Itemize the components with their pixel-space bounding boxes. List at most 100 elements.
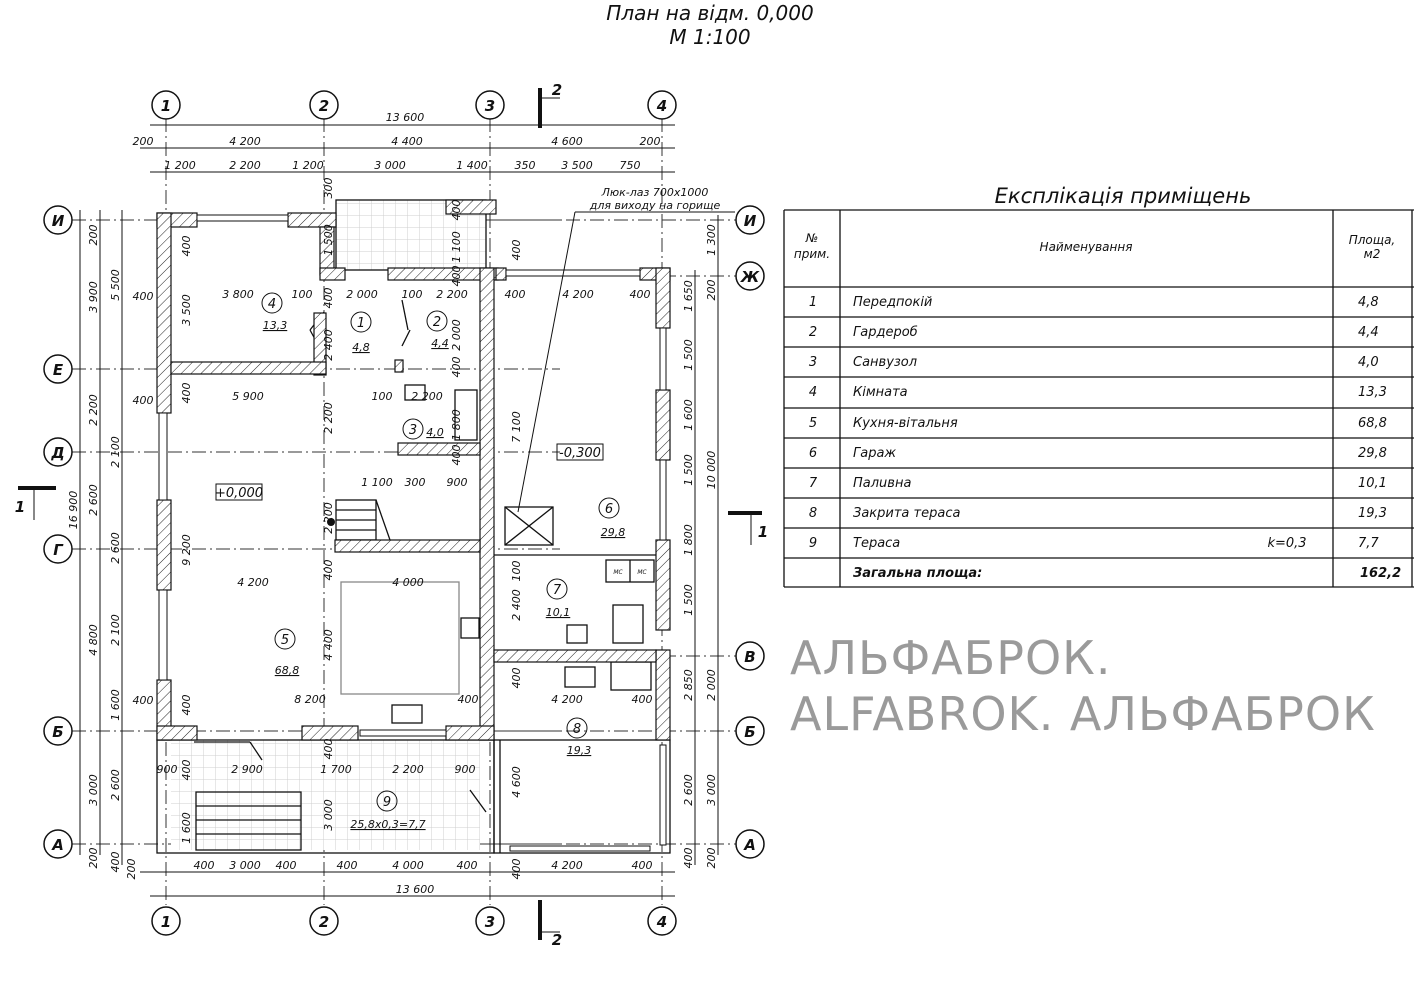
room-label: 24,4: [426, 310, 449, 350]
row-area: 7,7: [1358, 536, 1379, 551]
header-area-unit: м2: [1364, 247, 1381, 261]
dimension-label: 100: [402, 288, 423, 301]
dimension-label: 3 000: [705, 774, 718, 806]
dimension-label: 2 000: [450, 319, 463, 351]
dimension-label: 400: [450, 266, 463, 287]
row-name: Передпокій: [853, 295, 932, 310]
dimension-label: 2 200: [436, 288, 468, 301]
dimension-label: 400: [458, 693, 479, 706]
axis-label: 3: [485, 97, 495, 115]
watermark: АЛЬФАБРОК. ALFABROK. АЛЬФАБРОК: [790, 631, 1376, 741]
room-number: 2: [433, 315, 441, 330]
dimension-label: 100: [292, 288, 313, 301]
dimension-label: 400: [322, 288, 335, 309]
row-number: 4: [809, 385, 817, 400]
elevation-label: -0,300: [559, 446, 601, 461]
dimension-label: 400: [322, 739, 335, 760]
axis-bubble-right: И: [735, 205, 765, 235]
dimension-label: 4 200: [237, 576, 269, 589]
axis-label: Д: [50, 444, 64, 462]
dimension-label: 400: [133, 694, 154, 707]
dimension-label: 2 200: [87, 394, 100, 426]
dimension-label: 2 600: [109, 769, 122, 801]
dimension-label: 3 000: [374, 159, 406, 172]
dimension-label: 900: [455, 763, 476, 776]
dimension-label: 100: [510, 561, 523, 582]
explication-table: Експлікація приміщень № прим. Найменуван…: [783, 184, 1414, 588]
dimension-label: 200: [705, 848, 718, 869]
room-label: 413,3: [261, 292, 287, 332]
row-name: Гардероб: [853, 325, 918, 340]
row-area: 29,8: [1358, 446, 1387, 461]
dimension-label: 4 200: [562, 288, 594, 301]
dimension-label: 4 800: [87, 624, 100, 656]
dimension-label: 400: [510, 668, 523, 689]
dimension-label: 2 000: [346, 288, 378, 301]
room-number: 9: [383, 795, 391, 810]
dimension-label: 1 300: [705, 224, 718, 256]
dimension-label: 300: [322, 178, 335, 199]
dimension-label: 400: [457, 859, 478, 872]
row-area: 68,8: [1358, 416, 1387, 431]
dimension-label: 400: [450, 357, 463, 378]
dimension-label: 3 000: [229, 859, 261, 872]
axis-bubble-left: И: [43, 205, 73, 235]
dimension-label: 900: [447, 476, 468, 489]
section-label: 2: [552, 81, 562, 99]
room-number: 4: [268, 297, 276, 312]
axis-label: А: [743, 836, 756, 854]
axis-bubble-left: Е: [43, 354, 73, 384]
axis-bubble-bottom: 4: [647, 906, 677, 936]
dimension-label: 200: [125, 859, 138, 880]
dimension-label: 16 900: [67, 491, 80, 530]
dimension-label: 1 600: [180, 812, 193, 844]
total-area: 162,2: [1360, 566, 1401, 581]
row-area: 4,4: [1358, 325, 1379, 340]
dimension-label: 4 600: [510, 766, 523, 798]
axis-bubble-right: В: [735, 641, 765, 671]
axis-bubble-left: А: [43, 829, 73, 859]
stair-marker: [327, 518, 335, 526]
row-coefficient: k=0,3: [1267, 536, 1306, 551]
dimension-label: 200: [705, 280, 718, 301]
dimension-label: 400: [180, 236, 193, 257]
dimension-label: 400: [510, 859, 523, 880]
row-area: 4,0: [1358, 355, 1379, 370]
axis-bubble-right: А: [735, 829, 765, 859]
row-name: Закрита тераса: [853, 506, 960, 521]
dimension-label: 200: [640, 135, 661, 148]
dimension-label: 400: [450, 445, 463, 466]
dimension-label: 900: [157, 763, 178, 776]
dimension-label: 400: [133, 394, 154, 407]
plan-title: План на відм. 0,000: [606, 1, 813, 25]
axis-label: 1: [161, 913, 171, 931]
hatch-note-line2: для виходу на горище: [589, 199, 721, 212]
room-area: 4,0: [426, 426, 444, 439]
dimension-label: 400: [180, 760, 193, 781]
row-number: 6: [809, 446, 817, 461]
row-number: 2: [809, 325, 817, 340]
axis-bubble-top: 3: [475, 90, 505, 120]
dimension-label: 1 500: [322, 224, 335, 256]
table-title: Експлікація приміщень: [995, 184, 1252, 208]
dimension-label: 750: [620, 159, 641, 172]
dimension-label: 2 100: [109, 436, 122, 468]
axis-label: 2: [319, 913, 329, 931]
dimension-label: 10 000: [705, 451, 718, 490]
dimension-label: 2 400: [510, 589, 523, 621]
room-number: 5: [281, 633, 289, 648]
dimension-label: 1 200: [164, 159, 196, 172]
axis-label: И: [744, 212, 757, 230]
dimension-label: 1 600: [682, 399, 695, 431]
dimension-label: 1 100: [361, 476, 393, 489]
dimension-label: 7 100: [510, 411, 523, 443]
dimension-label: 400: [194, 859, 215, 872]
axis-bubble-bottom: 3: [475, 906, 505, 936]
dimension-label: 4 200: [551, 859, 583, 872]
dimension-label: 1 800: [682, 524, 695, 556]
